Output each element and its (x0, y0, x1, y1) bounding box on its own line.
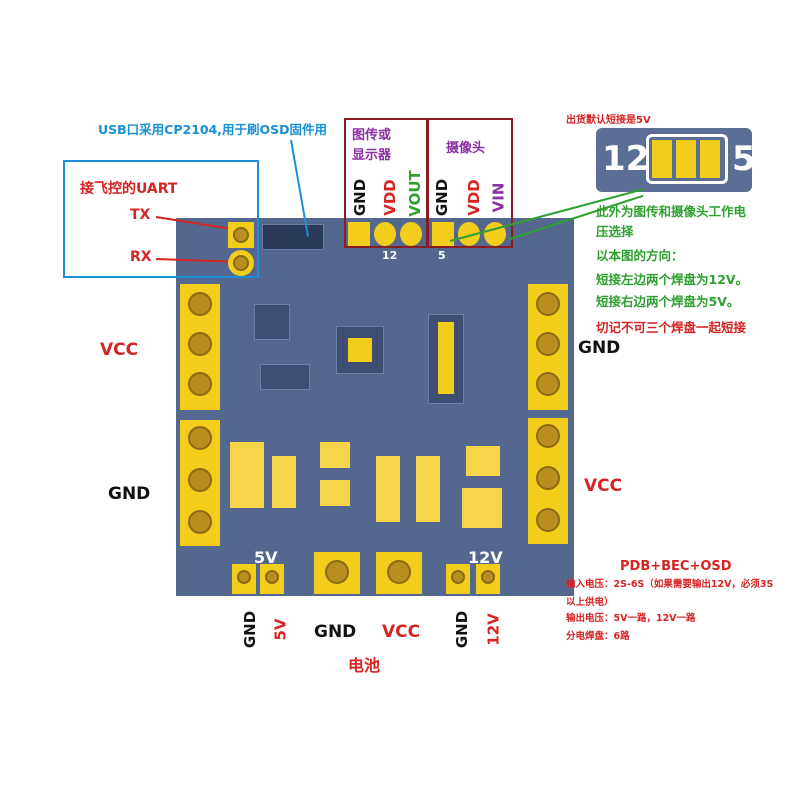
jumper-label-5: 5 (732, 139, 756, 179)
jumper-pad-1 (652, 140, 672, 178)
pad-hole (237, 570, 251, 584)
inductor-mid-b (416, 456, 440, 522)
pcb-board: 5V 12V 12 5 (176, 218, 574, 596)
spec-output: 输出电压：5V一路，12V一路 (566, 613, 696, 624)
pad-hole (387, 560, 411, 584)
vcc-left-label: VCC (100, 340, 139, 360)
inductor-mid (376, 456, 400, 522)
pad-hole (536, 508, 560, 532)
pad-hole (233, 227, 249, 243)
jumper-note-2: 压选择 (596, 224, 634, 239)
cam-pin-gnd (432, 222, 454, 246)
board-label-12v: 12V (468, 548, 503, 567)
uart-callout-box (63, 160, 259, 278)
bottom-12v-label: 12V (484, 613, 503, 646)
cam-callout-box (427, 118, 513, 248)
inductor-5v (230, 442, 264, 508)
uart-title: 接飞控的UART (80, 181, 178, 197)
pad-hole (265, 570, 279, 584)
battery-label: 电池 (348, 656, 381, 675)
inductor-5v-b (272, 456, 296, 508)
spec-title: PDB+BEC+OSD (620, 559, 732, 574)
pad-hole (233, 255, 249, 271)
jumper-note-5: 短接右边两个焊盘为5V。 (596, 294, 740, 309)
pad-hole (188, 426, 212, 450)
tx-label: TX (130, 207, 151, 223)
jumper-pad-2 (676, 140, 696, 178)
jumper-pad-frame (646, 134, 728, 184)
vtx-box-title: 图传或 显示器 (352, 128, 392, 163)
pad-hole (481, 570, 495, 584)
jumper-note-4: 短接左边两个焊盘为12V。 (596, 272, 749, 287)
spec-input-line1: 输入电压：2S-6S（如果需要输出12V，必须3S (566, 579, 774, 590)
cam-pin-label-gnd: GND (433, 178, 452, 217)
usb-connector (262, 224, 324, 250)
bottom-vcc-main-label: VCC (382, 622, 421, 642)
bottom-gnd-main-label: GND (314, 622, 357, 642)
pad-hole (451, 570, 465, 584)
vtx-pin-label-vout: VOUT (405, 170, 424, 217)
pad-hole (536, 466, 560, 490)
pad-hole (536, 292, 560, 316)
jumper-note-3: 以本图的方向： (596, 248, 684, 263)
bottom-gnd1-label: GND (241, 610, 260, 649)
pad-hole (536, 332, 560, 356)
mcu-chip (254, 304, 290, 340)
bottom-gnd2-label: GND (453, 610, 472, 649)
board-label-5: 5 (438, 249, 446, 262)
vtx-pin-label-vdd: VDD (380, 179, 399, 216)
gnd-left-label: GND (108, 484, 151, 504)
rx-label: RX (130, 249, 152, 265)
jumper-pad-3 (700, 140, 720, 178)
bottom-5v-label: 5V (271, 618, 290, 641)
jumper-note-6: 切记不可三个焊盘一起短接 (596, 320, 747, 335)
pad-hole (188, 468, 212, 492)
pad-hole (188, 510, 212, 534)
cam-pin-label-vdd: VDD (464, 179, 483, 216)
cap-left (320, 442, 350, 468)
jumper-default-note: 出货默认短接是5V (566, 115, 651, 126)
cam-box-title: 摄像头 (446, 141, 486, 156)
cap-right (466, 446, 500, 476)
vcc-right-label: VCC (584, 476, 623, 496)
osd-chip-pad (348, 338, 372, 362)
vtx-pin-vdd (374, 222, 396, 246)
spec-input-line2: 以上供电） (566, 597, 614, 608)
ic-small (260, 364, 310, 390)
gnd-right-label: GND (578, 338, 621, 358)
cap-left-b (320, 480, 350, 506)
board-label-5v: 5V (254, 548, 278, 567)
video-chip-pad (438, 322, 454, 394)
cap-right-b (462, 488, 502, 528)
vtx-pin-gnd (348, 222, 370, 246)
cam-pin-label-vin: VIN (489, 182, 508, 213)
pad-hole (188, 332, 212, 356)
vtx-pin-vout (400, 222, 422, 246)
spec-pads: 分电焊盘：6路 (566, 631, 630, 642)
pad-hole (188, 372, 212, 396)
board-label-12: 12 (382, 249, 398, 262)
pad-hole (536, 372, 560, 396)
pad-hole (188, 292, 212, 316)
jumper-note-1: 此外为图传和摄像头工作电 (596, 204, 747, 219)
jumper-label-12: 12 (602, 139, 650, 179)
usb-note: USB口采用CP2104,用于刷OSD固件用 (98, 122, 328, 137)
pad-hole (325, 560, 349, 584)
pad-hole (536, 424, 560, 448)
vtx-pin-label-gnd: GND (351, 178, 370, 217)
